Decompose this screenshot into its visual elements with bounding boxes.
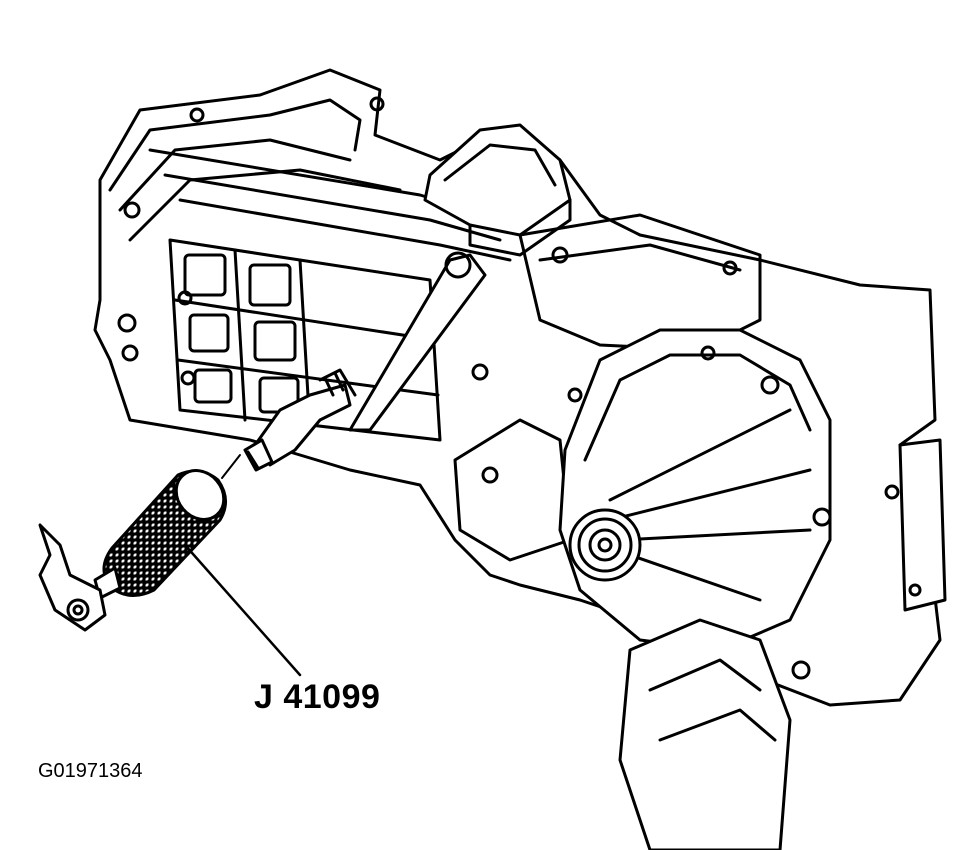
driveshaft-yoke xyxy=(618,438,947,850)
input-shaft xyxy=(243,368,357,472)
figure-id: G01971364 xyxy=(38,760,143,782)
leader-line xyxy=(183,543,302,677)
rear-housing xyxy=(558,328,900,680)
tool-handle xyxy=(38,523,122,632)
tool-j41099 xyxy=(102,454,241,597)
tool-label: J 41099 xyxy=(254,678,381,716)
